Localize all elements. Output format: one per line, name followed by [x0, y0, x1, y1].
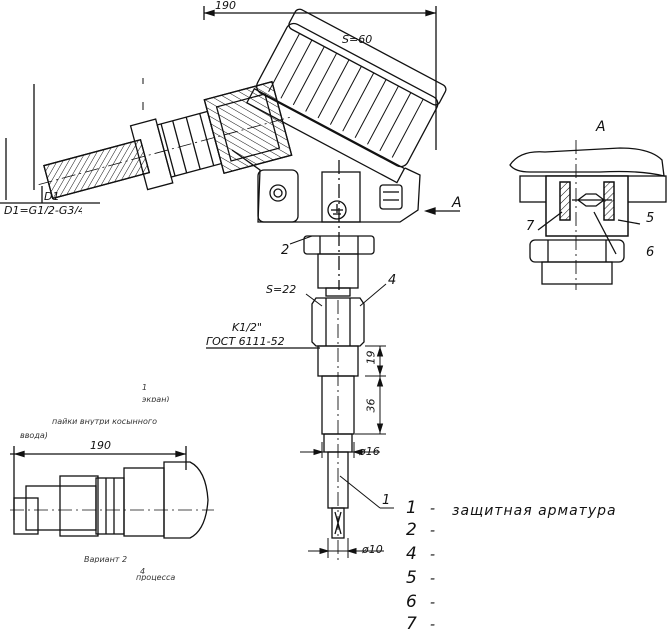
- legend-num: 1: [406, 498, 417, 518]
- thread-label: K1/2": [232, 321, 262, 334]
- thermometer-stem: [303, 235, 375, 560]
- legend-dash: -: [430, 595, 437, 611]
- dim-label-dia16: ø16: [359, 445, 380, 458]
- legend-num: 6: [406, 592, 417, 612]
- legend-num: 7: [406, 614, 417, 634]
- note-fragment-screen: экран): [142, 396, 170, 402]
- callout-leaders: [289, 235, 394, 509]
- variant-2-view: [10, 446, 214, 539]
- callout-1: 1: [382, 493, 391, 508]
- legend-row-1: 1 - защитная арматура: [406, 498, 666, 519]
- callout-2: 2: [281, 243, 290, 258]
- terminal-body: [231, 149, 421, 290]
- legend-num: 4: [406, 544, 417, 564]
- callout-5: 5: [646, 211, 655, 226]
- note-fragment-process: процесса: [136, 574, 176, 581]
- dim-line-dia10: [308, 538, 384, 558]
- callout-6: 7: [526, 219, 535, 234]
- cable-d1-leader: [0, 186, 100, 204]
- dim-label-d1-thread: D1=G1/2-G3/4: [4, 205, 82, 214]
- variant-2-label: Вариант 2: [84, 556, 128, 563]
- legend-text: защитная арматура: [452, 503, 617, 518]
- legend-dash: -: [430, 523, 437, 539]
- section-a-title: A: [596, 119, 606, 135]
- legend-dash: -: [430, 617, 437, 633]
- thread-standard-label: ГОСТ 6111-52: [206, 335, 285, 348]
- note-fragment-4: 4: [140, 567, 146, 576]
- callout-7: 6: [646, 245, 655, 260]
- section-view-a: [509, 140, 667, 290]
- view-a-arrow-label: A: [452, 195, 462, 211]
- legend-dash: -: [430, 501, 437, 517]
- legend-num: 2: [406, 520, 417, 540]
- dim-label-dia10: ø10: [362, 543, 383, 556]
- legend-dash: -: [430, 571, 437, 587]
- dim-label-s22: S=22: [266, 283, 297, 296]
- dim-line-dia16: [300, 442, 380, 458]
- view-a-arrow: [423, 207, 460, 215]
- cable-gland: [5, 80, 293, 200]
- legend-num: 5: [406, 568, 417, 588]
- terminal-head: [245, 8, 447, 184]
- dim-label-19: 19: [364, 350, 378, 365]
- dim-label-36: 36: [364, 398, 378, 413]
- dim-label-d1: D1: [44, 190, 60, 203]
- dim-lines-vertical: [355, 345, 386, 435]
- note-fragment-1: 1: [142, 383, 148, 392]
- legend-dash: -: [430, 547, 437, 563]
- dim-label-190-variant: 190: [90, 439, 111, 452]
- note-fragment-inside: пайки внутри косынного: [52, 418, 157, 425]
- callout-4: 4: [388, 273, 397, 288]
- note-fragment-bracket: ввода): [20, 431, 48, 440]
- dim-label-s60: S=60: [342, 33, 373, 46]
- dim-line-190-top: [203, 6, 437, 150]
- dim-label-190-top: 190: [215, 0, 236, 12]
